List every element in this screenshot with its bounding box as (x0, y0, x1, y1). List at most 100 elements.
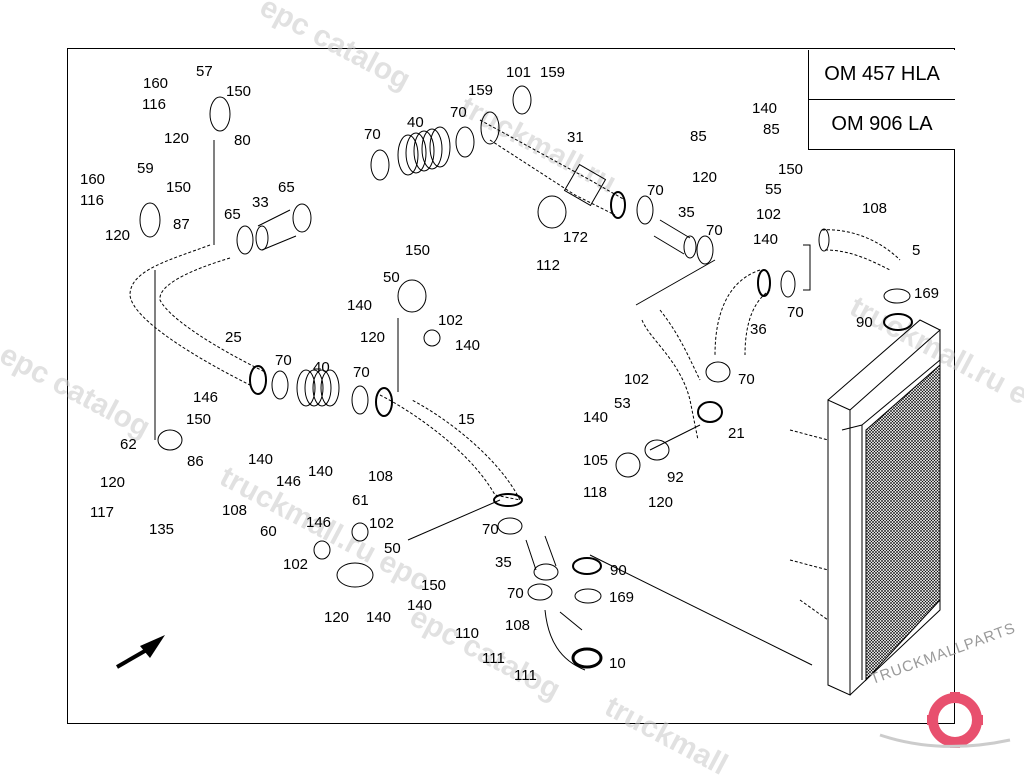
callout-117[interactable]: 117 (90, 504, 114, 521)
callout-59[interactable]: 59 (137, 160, 154, 177)
clamp-70 (705, 361, 731, 383)
callout-102[interactable]: 102 (283, 556, 309, 573)
callout-150[interactable]: 150 (405, 242, 431, 259)
callout-70[interactable]: 70 (738, 371, 755, 388)
callout-25[interactable]: 25 (225, 329, 242, 346)
callout-70[interactable]: 70 (364, 126, 381, 143)
callout-108[interactable]: 108 (862, 200, 888, 217)
callout-21[interactable]: 21 (728, 425, 745, 442)
callout-65[interactable]: 65 (224, 206, 241, 223)
callout-70[interactable]: 70 (787, 304, 804, 321)
callout-120[interactable]: 120 (648, 494, 674, 511)
callout-160[interactable]: 160 (80, 171, 106, 188)
callout-140[interactable]: 140 (753, 231, 779, 248)
clamp-70 (527, 583, 553, 601)
callout-111[interactable]: 111 (482, 650, 505, 667)
callout-70[interactable]: 70 (647, 182, 664, 199)
pipe-5 (821, 229, 901, 271)
diagram-frame (67, 48, 955, 724)
callout-70[interactable]: 70 (275, 352, 292, 369)
callout-31[interactable]: 31 (567, 129, 584, 146)
callout-57[interactable]: 57 (196, 63, 213, 80)
callout-111[interactable]: 111 (514, 667, 537, 684)
callout-70[interactable]: 70 (450, 104, 467, 121)
callout-35[interactable]: 35 (678, 204, 695, 221)
callout-150[interactable]: 150 (226, 83, 252, 100)
callout-150[interactable]: 150 (186, 411, 212, 428)
callout-120[interactable]: 120 (360, 329, 386, 346)
callout-87[interactable]: 87 (173, 216, 190, 233)
callout-159[interactable]: 159 (540, 64, 566, 81)
callout-85[interactable]: 85 (690, 128, 707, 145)
callout-50[interactable]: 50 (383, 269, 400, 286)
callout-108[interactable]: 108 (222, 502, 248, 519)
callout-140[interactable]: 140 (366, 609, 392, 626)
callout-135[interactable]: 135 (149, 521, 175, 538)
callout-40[interactable]: 40 (407, 114, 424, 131)
callout-146[interactable]: 146 (306, 514, 332, 531)
callout-102[interactable]: 102 (624, 371, 650, 388)
callout-140[interactable]: 140 (248, 451, 274, 468)
callout-120[interactable]: 120 (105, 227, 131, 244)
callout-118[interactable]: 118 (583, 484, 607, 501)
callout-53[interactable]: 53 (614, 395, 631, 412)
callout-172[interactable]: 172 (563, 229, 589, 246)
callout-102[interactable]: 102 (438, 312, 464, 329)
callout-86[interactable]: 86 (187, 453, 204, 470)
callout-62[interactable]: 62 (120, 436, 137, 453)
callout-105[interactable]: 105 (583, 452, 609, 469)
callout-112[interactable]: 112 (536, 257, 560, 274)
callout-140[interactable]: 140 (347, 297, 373, 314)
model-text: OM 906 LA (831, 113, 933, 135)
callout-120[interactable]: 120 (692, 169, 718, 186)
callout-90[interactable]: 90 (610, 562, 627, 579)
callout-116[interactable]: 116 (142, 96, 166, 113)
callout-5[interactable]: 5 (912, 242, 921, 259)
callout-50[interactable]: 50 (384, 540, 401, 557)
callout-70[interactable]: 70 (353, 364, 370, 381)
callout-146[interactable]: 146 (193, 389, 219, 406)
callout-65[interactable]: 65 (278, 179, 295, 196)
callout-15[interactable]: 15 (458, 411, 475, 428)
callout-10[interactable]: 10 (609, 655, 626, 672)
callout-70[interactable]: 70 (482, 521, 499, 538)
callout-169[interactable]: 169 (609, 589, 635, 606)
callout-140[interactable]: 140 (407, 597, 433, 614)
callout-160[interactable]: 160 (143, 75, 169, 92)
callout-108[interactable]: 108 (368, 468, 394, 485)
callout-140[interactable]: 140 (308, 463, 334, 480)
callout-102[interactable]: 102 (369, 515, 395, 532)
callout-80[interactable]: 80 (234, 132, 251, 149)
callout-108[interactable]: 108 (505, 617, 531, 634)
callout-140[interactable]: 140 (455, 337, 481, 354)
callout-159[interactable]: 159 (468, 82, 494, 99)
callout-70[interactable]: 70 (706, 222, 723, 239)
callout-120[interactable]: 120 (164, 130, 190, 147)
clamp-70 (351, 385, 369, 415)
callout-33[interactable]: 33 (252, 194, 269, 211)
callout-102[interactable]: 102 (756, 206, 782, 223)
callout-35[interactable]: 35 (495, 554, 512, 571)
callout-90[interactable]: 90 (856, 314, 873, 331)
callout-140[interactable]: 140 (752, 100, 778, 117)
callout-120[interactable]: 120 (324, 609, 350, 626)
callout-110[interactable]: 110 (455, 625, 479, 642)
callout-169[interactable]: 169 (914, 285, 940, 302)
callout-146[interactable]: 146 (276, 473, 302, 490)
callout-55[interactable]: 55 (765, 181, 782, 198)
callout-40[interactable]: 40 (313, 359, 330, 376)
callout-116[interactable]: 116 (80, 192, 104, 209)
callout-85[interactable]: 85 (763, 121, 780, 138)
model-label-om457hla: OM 457 HLA (808, 50, 955, 100)
callout-120[interactable]: 120 (100, 474, 126, 491)
callout-140[interactable]: 140 (583, 409, 609, 426)
callout-36[interactable]: 36 (750, 321, 767, 338)
callout-150[interactable]: 150 (421, 577, 447, 594)
callout-150[interactable]: 150 (166, 179, 192, 196)
callout-61[interactable]: 61 (352, 492, 369, 509)
callout-92[interactable]: 92 (667, 469, 684, 486)
callout-70[interactable]: 70 (507, 585, 524, 602)
callout-60[interactable]: 60 (260, 523, 277, 540)
callout-101[interactable]: 101 (506, 64, 532, 81)
callout-150[interactable]: 150 (778, 161, 804, 178)
